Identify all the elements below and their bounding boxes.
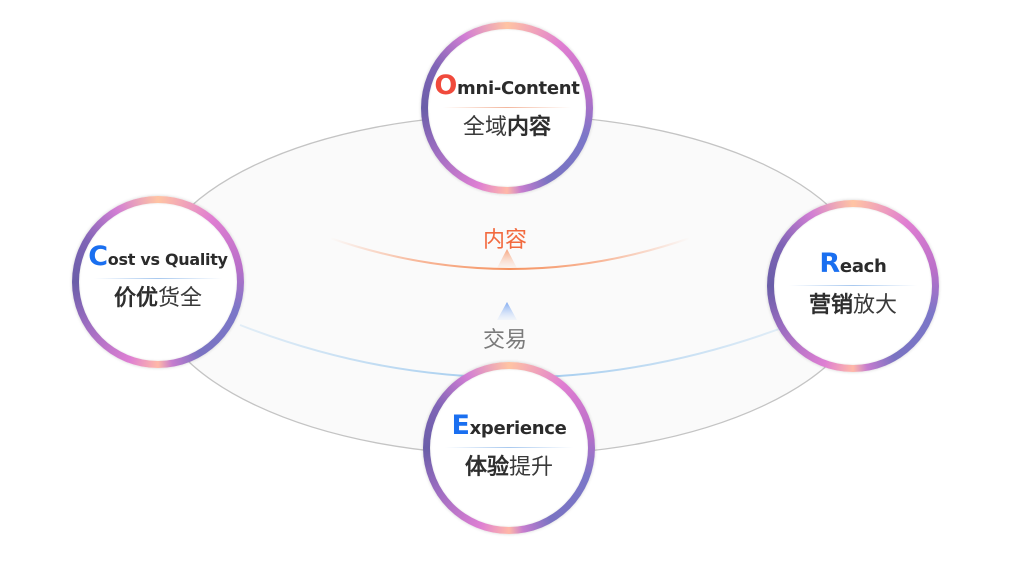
title-rest: ost vs Quality (107, 250, 228, 269)
node-reach: Reach 营销放大 (767, 200, 939, 372)
divider (93, 278, 222, 279)
divider (445, 447, 573, 448)
title-initial: R (819, 248, 840, 279)
node-title-en: Cost vs Quality (88, 243, 228, 272)
node-omni-content: Omni-Content 全域内容 (421, 22, 593, 194)
title-initial: C (88, 241, 108, 272)
content-flow-label: 内容 (483, 228, 528, 253)
node-title-en: Omni-Content (434, 72, 580, 101)
node-title-en: Experience (451, 412, 567, 441)
title-rest: xperience (469, 418, 567, 439)
node-title-zh: 全域内容 (462, 115, 551, 140)
trade-arrow-icon (497, 302, 517, 320)
node-title-en: Reach (819, 250, 887, 279)
title-rest: mni-Content (457, 78, 580, 99)
node-experience: Experience 体验提升 (423, 362, 595, 534)
trade-flow-label: 交易 (483, 328, 528, 353)
divider (442, 107, 571, 108)
divider (789, 285, 917, 286)
title-initial: E (451, 410, 470, 441)
title-initial: O (434, 70, 458, 101)
content-arrow-icon (497, 249, 517, 268)
node-cost-vs-quality: Cost vs Quality 价优货全 (72, 196, 244, 368)
node-title-zh: 营销放大 (808, 293, 898, 318)
node-title-zh: 价优货全 (113, 286, 202, 311)
node-title-zh: 体验提升 (464, 455, 554, 480)
content-arc (329, 237, 691, 270)
title-rest: each (839, 256, 887, 277)
